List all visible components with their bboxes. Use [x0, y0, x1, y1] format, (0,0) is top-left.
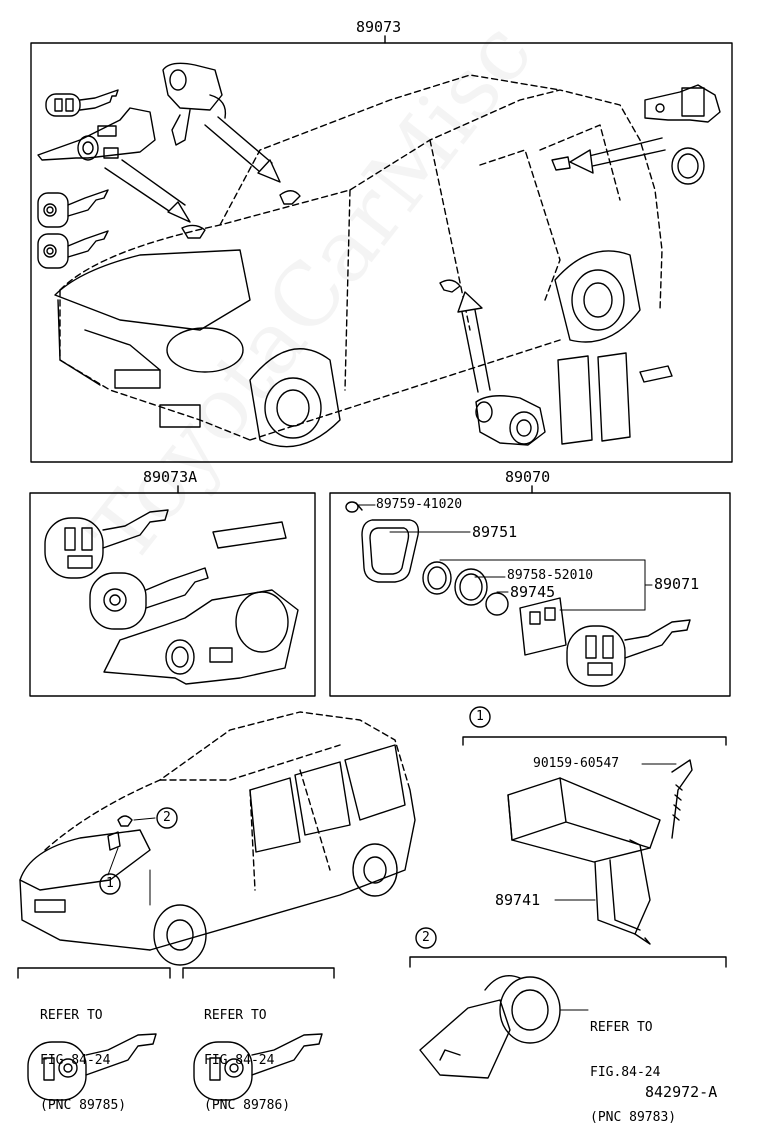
- key-top-3: [37, 230, 109, 269]
- detail-1-ecu: [462, 706, 727, 945]
- title-89073: 89073: [356, 18, 402, 36]
- refer-note-left-line2: FIG 84-24: [40, 1053, 111, 1068]
- refer-note-middle-line2: FIG 84-24: [204, 1053, 275, 1068]
- battery-part: [485, 592, 509, 616]
- tailgate-lock-cylinder: [644, 84, 721, 185]
- door-cylinder-bottom: [475, 395, 546, 446]
- marker-2-label: 2: [422, 930, 430, 945]
- callout-case: 89751: [472, 523, 518, 541]
- hood-switch-marks: [181, 156, 571, 293]
- refer-note-middle-line1: REFER TO: [204, 1008, 267, 1023]
- refer-note-middle: REFER TO FIG 84-24 (PNC 89786): [204, 978, 290, 1128]
- callout-ecu: 89741: [495, 891, 541, 909]
- ignition-cylinder-top: [37, 107, 156, 161]
- refer-note-right-line1: REFER TO: [590, 1020, 653, 1035]
- callout-cover-ring: 89758-52010: [507, 568, 594, 583]
- marker-circle-1-car: [99, 873, 121, 895]
- screw-part: [345, 501, 363, 513]
- car-front-detail: [54, 249, 641, 448]
- figure-id: 842972-A: [645, 1083, 718, 1101]
- callout-bolt: 90159-60547: [533, 756, 620, 771]
- key-a-2: [89, 567, 209, 630]
- ignition-cylinder-a: [103, 589, 299, 685]
- key-refer-left: [27, 1033, 157, 1101]
- key-a-1: [44, 509, 169, 579]
- refer-note-right-line2: FIG.84-24: [590, 1065, 661, 1080]
- label-plates: [557, 352, 673, 445]
- marker-circle-2-car: [156, 807, 178, 829]
- panel-89070: [329, 485, 731, 697]
- arrows-top: [104, 116, 666, 393]
- transmitter-key: [519, 597, 691, 687]
- callout-screw: 89759-41020: [376, 497, 463, 512]
- refer-note-right: REFER TO FIG.84-24 (PNC 89783): [590, 990, 676, 1140]
- cover-ring-part: [422, 561, 488, 606]
- car-top-illustration: [59, 74, 663, 441]
- panel-89073a: [29, 485, 316, 697]
- parts-diagram: [17, 35, 733, 1101]
- detail-2-coil: [409, 927, 727, 1079]
- battery-plate-a: [212, 521, 287, 549]
- title-89070: 89070: [505, 468, 551, 486]
- marker-1-label: 1: [476, 709, 484, 724]
- refer-note-left: REFER TO FIG 84-24 (PNC 89785): [40, 978, 126, 1128]
- refer-notes-frames: [17, 967, 335, 979]
- key-top-1: [45, 89, 119, 117]
- key-top-2: [37, 189, 109, 228]
- case-part: [361, 519, 420, 583]
- top-panel: [30, 35, 733, 463]
- door-lock-cylinder: [162, 62, 227, 146]
- car-bottom-illustration: [19, 711, 416, 966]
- callout-battery: 89745: [510, 583, 556, 601]
- marker-1-car-label: 1: [106, 876, 114, 891]
- refer-note-left-line1: REFER TO: [40, 1008, 103, 1023]
- leaders-89070: [357, 504, 653, 611]
- refer-note-right-line3: (PNC 89783): [590, 1110, 677, 1125]
- refer-note-left-line3: (PNC 89785): [40, 1098, 127, 1113]
- title-89073a: 89073A: [143, 468, 198, 486]
- callout-assembly: 89071: [654, 575, 700, 593]
- key-refer-middle: [193, 1033, 323, 1101]
- marker-2-car-label: 2: [163, 810, 171, 825]
- refer-note-middle-line3: (PNC 89786): [204, 1098, 291, 1113]
